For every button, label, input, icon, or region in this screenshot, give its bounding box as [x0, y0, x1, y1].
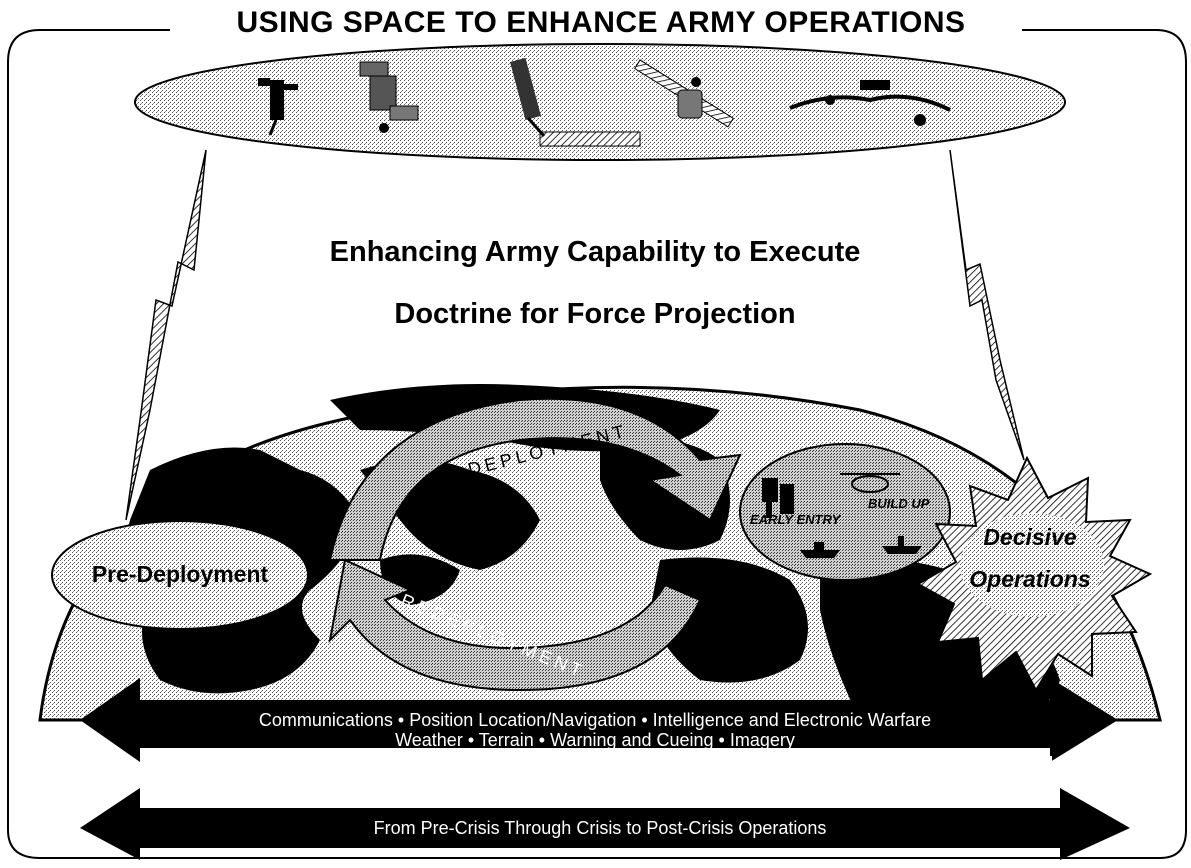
timeline-arrow	[80, 788, 1130, 860]
satellite-icon	[258, 78, 298, 136]
capabilities-line-1: Communications • Position Location/Navig…	[258, 710, 932, 730]
outer-frame	[7, 29, 1187, 859]
capability-band-arrow	[80, 678, 1118, 762]
starburst-center	[960, 513, 1104, 617]
timeline-label: From Pre-Crisis Through Crisis to Post-C…	[373, 818, 827, 838]
satellite-icon	[510, 57, 641, 147]
early-entry-label: EARLY ENTRY	[750, 512, 841, 527]
heading-line-1: Enhancing Army Capability to Execute	[329, 236, 861, 268]
lightning-bolt-left	[125, 149, 207, 521]
satellite-icon	[634, 59, 734, 128]
satellite-icon	[359, 61, 419, 133]
ship-icon	[800, 542, 840, 558]
landmass-asia	[650, 557, 808, 683]
aircraft-icon	[789, 80, 951, 126]
pre-deployment-pill	[51, 520, 309, 630]
redeployment-arrow	[328, 558, 702, 692]
ship-icon	[882, 536, 922, 554]
helicopter-icon	[840, 473, 900, 493]
capabilities-line-2: Weather • Terrain • Warning and Cueing •…	[395, 730, 795, 750]
lightning-bolt-right	[949, 149, 1025, 461]
soldier-icon	[762, 478, 794, 518]
decisive-label-line-2: Operations	[969, 566, 1091, 592]
build-up-label: BUILD UP	[868, 496, 930, 511]
heading-line-2: Doctrine for Force Projection	[394, 298, 796, 330]
pre-deployment-label: Pre-Deployment	[91, 561, 269, 587]
deployment-arrow	[328, 397, 742, 561]
page-title: USING SPACE TO ENHANCE ARMY OPERATIONS	[180, 6, 1022, 40]
decisive-label-line-1: Decisive	[983, 524, 1077, 550]
white-separator	[142, 756, 1052, 804]
